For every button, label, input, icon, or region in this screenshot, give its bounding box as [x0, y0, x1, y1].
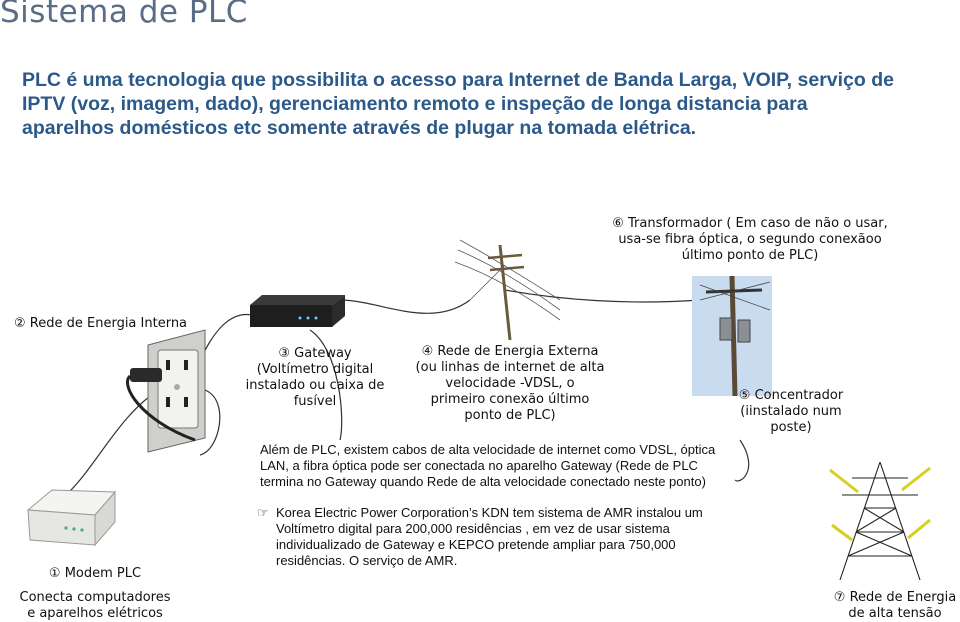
label-internal-grid: ② Rede de Energia Interna — [14, 316, 188, 331]
gateway-note: Além de PLC, existem cabos de alta veloc… — [260, 442, 716, 489]
gateway-device-icon — [250, 295, 345, 327]
pointing-hand-icon: ☞ — [257, 505, 269, 520]
intro-text: PLC é uma tecnologia que possibilita o a… — [22, 69, 894, 139]
utility-pole-icon — [454, 239, 561, 341]
connector-pole-transformer — [504, 289, 701, 303]
kepco-note: Korea Electric Power Corporation’s KDN t… — [276, 505, 703, 568]
label-external-grid: ④ Rede de Energia Externa (ou linhas de … — [415, 344, 605, 423]
label-high-voltage: ⑦ Rede de Energia de alta tensão — [833, 590, 957, 621]
modem-icon — [26, 489, 117, 547]
label-modem-title: ① Modem PLC — [48, 566, 142, 581]
label-transformer: ⑥ Transformador ( Em caso de não o usar,… — [612, 216, 888, 263]
transformer-pole-icon — [692, 275, 772, 397]
power-outlet-icon — [126, 329, 206, 453]
label-concentrator: ⑤ Concentrador (iinstalado num poste) — [738, 388, 844, 435]
label-gateway: ③ Gateway (Voltímetro digital instalado … — [245, 346, 385, 409]
transmission-tower-icon — [829, 461, 931, 581]
page-title: Sistema de PLC — [0, 0, 248, 30]
connector-gateway-notes — [309, 329, 343, 441]
label-modem-desc: Conecta computadores e aparelhos elétric… — [19, 590, 171, 621]
connector-pole-gateway — [339, 299, 471, 314]
